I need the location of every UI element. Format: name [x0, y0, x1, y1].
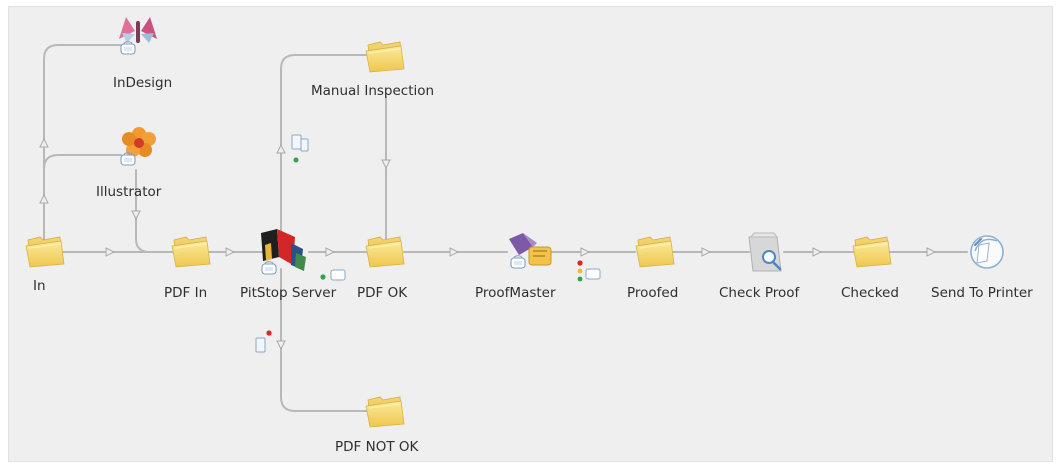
node-pdf-ok[interactable]: PDF OK: [357, 236, 408, 301]
connector-pitstop-to-manual: [280, 54, 372, 240]
workflow-diagram: In PDF In Manual Inspection PDF OK PDF N…: [25, 17, 1033, 455]
pitstop-server-app-icon: [261, 229, 306, 271]
node-checked-label: Checked: [841, 285, 899, 301]
node-illustrator-label: Illustrator: [96, 184, 162, 200]
node-manual-inspection[interactable]: Manual Inspection: [311, 41, 434, 99]
node-check-proof[interactable]: Check Proof: [719, 232, 800, 301]
folder-icon: [365, 396, 405, 428]
node-send-to-printer[interactable]: Send To Printer: [931, 235, 1033, 301]
proofmaster-app-icon: [509, 233, 552, 266]
arrow-down-icon: [131, 210, 141, 221]
node-pdf-not-ok[interactable]: PDF NOT OK: [335, 396, 419, 455]
arrow-down-icon: [381, 159, 391, 170]
node-pdf-in-label: PDF In: [164, 285, 207, 301]
flow-step-icon: [120, 152, 136, 166]
node-proofmaster[interactable]: ProofMaster: [475, 233, 556, 301]
printer-globe-icon: [970, 235, 1004, 269]
folder-icon: [365, 41, 405, 73]
butterfly-app-icon: [119, 17, 157, 43]
node-manual-inspection-label: Manual Inspection: [311, 83, 434, 99]
node-proofed[interactable]: Proofed: [627, 236, 678, 301]
arrow-up-icon: [39, 193, 49, 204]
folder-icon: [852, 236, 892, 268]
filter-pdf-ok-icon: [291, 134, 309, 163]
node-pitstop-server-label: PitStop Server: [240, 285, 337, 301]
arrow-icon: [225, 247, 235, 257]
pitstop-status-icon: [320, 269, 346, 281]
node-send-to-printer-label: Send To Printer: [931, 285, 1033, 301]
connector-lines: [43, 44, 968, 412]
flow-canvas: In PDF In Manual Inspection PDF OK PDF N…: [8, 6, 1053, 462]
node-pitstop-server[interactable]: PitStop Server: [240, 229, 337, 301]
arrow-icon: [105, 247, 115, 257]
flow-step-icon: [120, 41, 136, 55]
folder-icon: [25, 236, 65, 268]
node-check-proof-label: Check Proof: [719, 285, 800, 301]
folder-icon: [365, 236, 405, 268]
arrow-up-icon: [39, 137, 49, 148]
connector-pitstop-to-pdfnotok: [280, 268, 372, 412]
arrow-down-icon: [276, 340, 286, 351]
folder-icon: [171, 236, 211, 268]
filter-pdf-not-ok-icon: [255, 330, 272, 353]
document-magnifier-icon: [748, 232, 782, 272]
arrow-icon: [701, 247, 711, 257]
flow-arrows: [39, 137, 936, 351]
arrow-icon: [580, 247, 590, 257]
arrow-icon: [812, 247, 822, 257]
connector-in-to-illustrator: [43, 154, 122, 170]
proofmaster-status-icon: [577, 260, 601, 282]
arrow-icon: [325, 247, 335, 257]
node-illustrator[interactable]: Illustrator: [96, 127, 162, 200]
node-pdf-in[interactable]: PDF In: [164, 236, 211, 301]
node-indesign[interactable]: InDesign: [113, 17, 172, 91]
flow-step-icon: [510, 255, 526, 269]
node-in-label: In: [33, 278, 46, 294]
node-proofmaster-label: ProofMaster: [475, 285, 556, 301]
flow-step-icon: [261, 261, 277, 275]
node-pdf-not-ok-label: PDF NOT OK: [335, 439, 419, 455]
connector-illustrator-to-pdfin: [135, 169, 151, 253]
node-proofed-label: Proofed: [627, 285, 678, 301]
folder-icon: [635, 236, 675, 268]
connector-in-to-indesign: [43, 44, 122, 240]
node-checked[interactable]: Checked: [841, 236, 899, 301]
node-indesign-label: InDesign: [113, 75, 172, 91]
flower-app-icon: [122, 127, 156, 157]
arrow-up-icon: [276, 143, 286, 154]
arrow-icon: [449, 247, 459, 257]
node-pdf-ok-label: PDF OK: [357, 285, 408, 301]
node-in[interactable]: In: [25, 236, 65, 294]
arrow-icon: [926, 247, 936, 257]
